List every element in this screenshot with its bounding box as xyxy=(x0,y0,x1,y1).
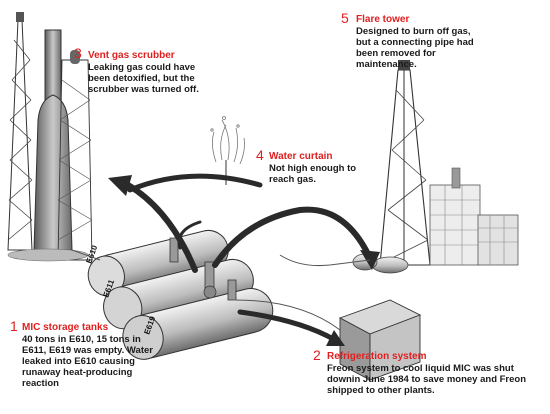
callout-refrigeration-system: 2 Refrigeration system Freon system to c… xyxy=(313,347,548,396)
callout-number: 4 xyxy=(256,147,264,163)
callout-number: 5 xyxy=(341,10,349,26)
callout-title: Water curtain xyxy=(269,151,333,162)
callout-number: 3 xyxy=(74,45,82,61)
callout-number: 2 xyxy=(313,347,321,363)
callout-text: 40 tons in E610, 15 tons in E611, E619 w… xyxy=(22,334,153,389)
callout-vent-gas-scrubber: 3 Vent gas scrubber Leaking gas could ha… xyxy=(74,45,204,95)
refrigeration-unit-illustration xyxy=(338,299,422,381)
callout-title: Vent gas scrubber xyxy=(88,50,175,61)
callout-title: Flare tower xyxy=(356,14,410,25)
callout-water-curtain: 4 Water curtain Not high enough to reach… xyxy=(256,147,396,185)
vent-gas-scrubber-illustration xyxy=(7,12,93,262)
callout-text: Freon system to cool liquid MIC was shut… xyxy=(327,363,527,396)
connecting-pipes xyxy=(71,249,371,331)
callout-text: Leaking gas could have been detoxified, … xyxy=(88,62,199,95)
callout-title: MIC storage tanks xyxy=(22,322,109,333)
callout-flare-tower: 5 Flare tower Designed to burn off gas, … xyxy=(341,10,521,70)
callout-number: 1 xyxy=(10,318,18,334)
water-curtain-illustration xyxy=(210,116,245,185)
callout-mic-storage-tanks: 1 MIC storage tanks 40 tons in E610, 15 … xyxy=(10,318,160,389)
callout-text: Not high enough to reach gas. xyxy=(269,163,357,185)
callout-title: Refrigeration system xyxy=(327,351,427,362)
callout-text: Designed to burn off gas, but a connecti… xyxy=(356,26,474,70)
